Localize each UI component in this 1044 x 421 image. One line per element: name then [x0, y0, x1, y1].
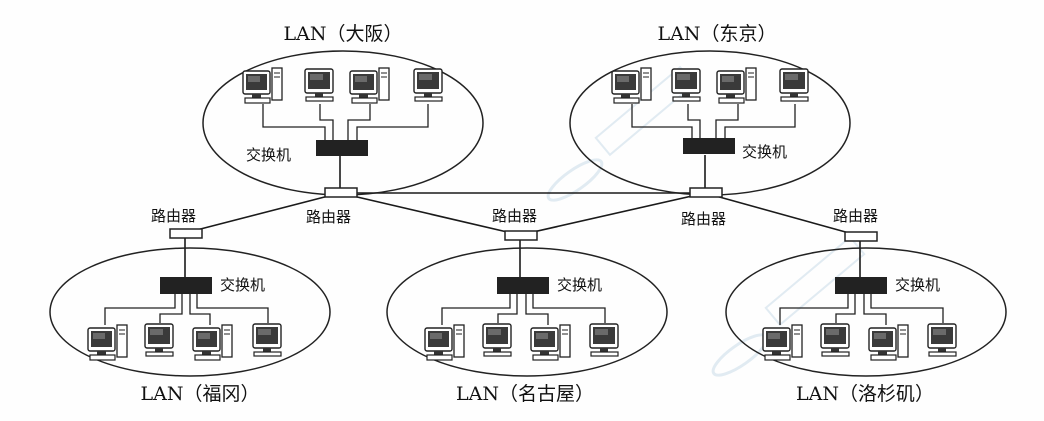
lan-cabling	[104, 294, 269, 325]
lan-cabling	[262, 104, 429, 140]
monitor-icon	[304, 68, 334, 102]
lan-boundary	[386, 247, 668, 377]
monitor-icon	[671, 68, 701, 102]
lan-osaka: 交换机 LAN（大阪）	[202, 23, 484, 196]
lan-boundary	[725, 247, 1007, 377]
lan-title: LAN（大阪）	[284, 23, 403, 45]
router-label: 路由器	[681, 210, 726, 228]
switch-label: 交换机	[220, 276, 265, 294]
lan-nagoya: 交换机 LAN（名古屋）	[386, 247, 668, 405]
lan-title: LAN（东京）	[658, 23, 777, 45]
switch-label: 交换机	[895, 276, 940, 294]
desktop-computer-icon	[192, 324, 233, 361]
desktop-computer-icon	[868, 324, 909, 361]
lan-los-angeles: 交换机 LAN（洛杉矶）	[725, 247, 1007, 405]
router-label: 路由器	[151, 207, 196, 225]
routers: 路由器 路由器 路由器 路由器 路由器	[151, 187, 878, 242]
lan-fukuoka: 交换机 LAN（福冈）	[49, 247, 331, 405]
router-label: 路由器	[306, 208, 351, 226]
switch-icon	[160, 277, 212, 294]
monitor-icon	[413, 68, 443, 102]
desktop-computer-icon	[424, 324, 465, 361]
monitor-icon	[252, 323, 282, 357]
router-icon	[844, 231, 878, 242]
switch-label: 交换机	[742, 143, 787, 161]
desktop-computer-icon	[530, 324, 571, 361]
desktop-computer-icon	[242, 67, 283, 104]
router-icon	[169, 228, 203, 239]
monitor-icon	[820, 323, 850, 357]
router-icon	[689, 187, 723, 198]
lan-cabling	[779, 294, 944, 325]
monitor-icon	[589, 323, 619, 357]
monitor-icon	[779, 68, 809, 102]
switch-icon	[316, 140, 368, 156]
desktop-computer-icon	[762, 324, 803, 361]
lan-title: LAN（名古屋）	[456, 383, 594, 405]
switch-icon	[683, 138, 735, 154]
desktop-computer-icon	[611, 67, 652, 104]
router-label: 路由器	[492, 207, 537, 225]
switch-label: 交换机	[557, 276, 602, 294]
wan-links	[184, 155, 861, 278]
monitor-icon	[144, 323, 174, 357]
lan-title: LAN（洛杉矶）	[796, 383, 934, 405]
switch-label: 交换机	[246, 146, 291, 164]
lan-title: LAN（福冈）	[141, 383, 260, 405]
desktop-computer-icon	[716, 67, 757, 104]
lan-boundary	[49, 247, 331, 377]
switch-icon	[835, 277, 887, 294]
desktop-computer-icon	[349, 67, 390, 104]
desktop-computer-icon	[87, 324, 128, 361]
router-label: 路由器	[833, 207, 878, 225]
lan-cabling	[631, 104, 796, 138]
monitor-icon	[482, 323, 512, 357]
switch-icon	[497, 277, 549, 294]
lan-cabling	[441, 294, 606, 325]
lan-tokyo: 交换机 LAN（东京）	[569, 23, 851, 196]
router-icon	[504, 230, 538, 241]
monitor-icon	[927, 323, 957, 357]
router-icon	[324, 187, 358, 198]
